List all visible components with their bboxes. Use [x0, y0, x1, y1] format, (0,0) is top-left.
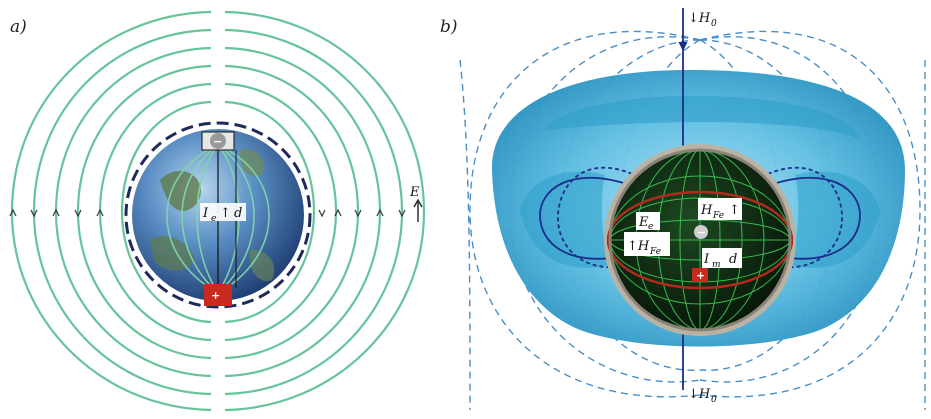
panel-a-label: a) [10, 17, 27, 37]
svg-text:Fe: Fe [649, 247, 661, 257]
label-im-d: I m d [702, 248, 742, 270]
electric-field-label: E [409, 185, 420, 200]
negative-charge-a: − [201, 131, 235, 151]
svg-text:0: 0 [711, 19, 717, 29]
field-line-right-4 [224, 64, 360, 360]
field-line-right-2 [224, 28, 404, 396]
svg-text:0: 0 [711, 395, 717, 405]
field-line-left-4 [76, 64, 212, 360]
svg-text:−: − [697, 226, 706, 239]
negative-charge-b: − [694, 225, 708, 239]
svg-text:↑H: ↑H [627, 239, 650, 254]
field-line-right-3 [224, 46, 382, 378]
field-line-left-5 [98, 82, 212, 342]
field-line-right-5 [224, 82, 338, 342]
svg-text:e: e [211, 214, 216, 224]
axis-line-b [678, 8, 688, 390]
svg-text:I: I [703, 252, 710, 267]
panel-a: a) [9, 10, 426, 412]
dipole-ring [124, 121, 312, 309]
svg-text:d: d [729, 252, 737, 267]
positive-charge-a: + [204, 284, 232, 306]
svg-text:H: H [700, 203, 713, 218]
svg-text:I: I [202, 206, 209, 221]
panel-b: b) [440, 8, 926, 411]
svg-text:E: E [638, 215, 649, 230]
label-e-e: E e [636, 212, 660, 232]
current-dipole-label-a: I e ↑ d [200, 203, 246, 224]
bottom-field-label: ↓H 0 [688, 387, 717, 405]
field-arrows-a [9, 208, 406, 218]
field-line-left-3 [54, 46, 212, 378]
field-line-right-6 [224, 100, 316, 324]
panel-b-label: b) [440, 17, 458, 37]
iron-sphere [604, 144, 796, 336]
field-lines-a [10, 10, 426, 412]
svg-text:↓H: ↓H [688, 387, 711, 402]
magnetic-loops [539, 166, 861, 269]
svg-text:↓H: ↓H [688, 11, 711, 26]
field-line-left-6 [120, 100, 212, 324]
svg-text:+: + [696, 269, 705, 282]
svg-text:↑: ↑ [220, 206, 231, 221]
top-field-label: ↓H 0 [688, 11, 717, 29]
field-line-right-1 [224, 10, 426, 412]
positive-charge-b: + [692, 268, 708, 282]
svg-text:m: m [712, 260, 721, 270]
sphere-outline [608, 148, 792, 332]
label-h-fe-right: H Fe ↑ [698, 198, 742, 221]
svg-text:Fe: Fe [712, 211, 724, 221]
label-h-fe-left: ↑H Fe [624, 232, 670, 257]
svg-text:+: + [211, 289, 220, 302]
red-ring [606, 190, 794, 290]
svg-text:e: e [648, 222, 653, 232]
electric-field-indicator: E [409, 185, 423, 222]
svg-text:−: − [213, 135, 222, 148]
svg-text:↑: ↑ [729, 203, 740, 218]
field-line-left-2 [32, 28, 212, 396]
svg-text:d: d [234, 206, 242, 221]
